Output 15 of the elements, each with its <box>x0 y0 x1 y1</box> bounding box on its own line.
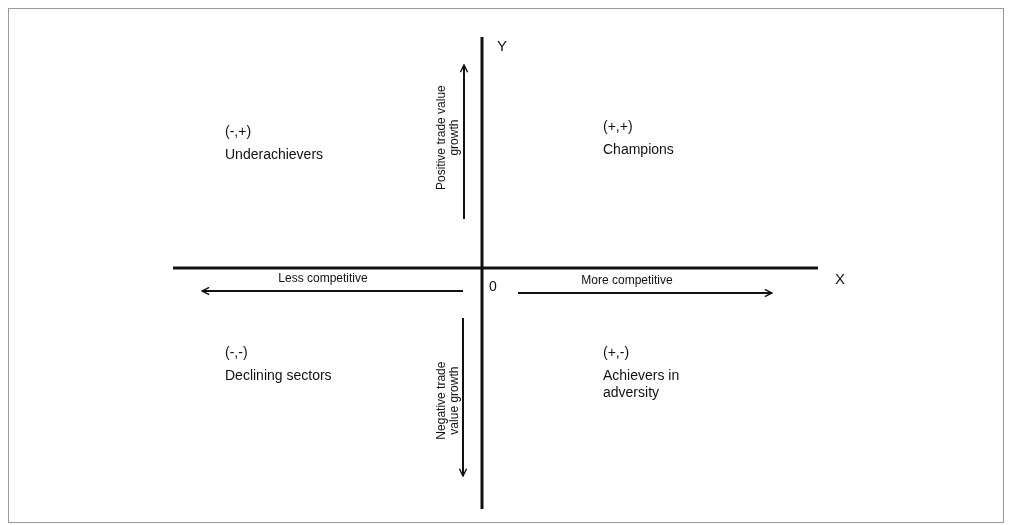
axis-label: Y <box>497 37 507 55</box>
axis-description: Less competitive <box>278 271 368 286</box>
quadrant-label: Declining sectors <box>225 367 332 384</box>
axis-label: X <box>835 270 845 288</box>
sign-label: (-,-) <box>225 344 248 361</box>
quadrant-label: Underachievers <box>225 146 324 163</box>
sign-label: (+,-) <box>603 344 630 361</box>
quadrant-label: Champions <box>603 141 674 158</box>
quadrant-label: Achievers in adversity <box>603 367 681 401</box>
axis-description: Negative trade value growth <box>435 361 461 443</box>
sign-label: (+,+) <box>603 118 633 135</box>
sign-label: (-,+) <box>225 123 252 140</box>
axis-description: Positive trade value growth <box>435 84 461 193</box>
origin-label: 0 <box>489 278 497 295</box>
axis-description: More competitive <box>581 273 673 288</box>
